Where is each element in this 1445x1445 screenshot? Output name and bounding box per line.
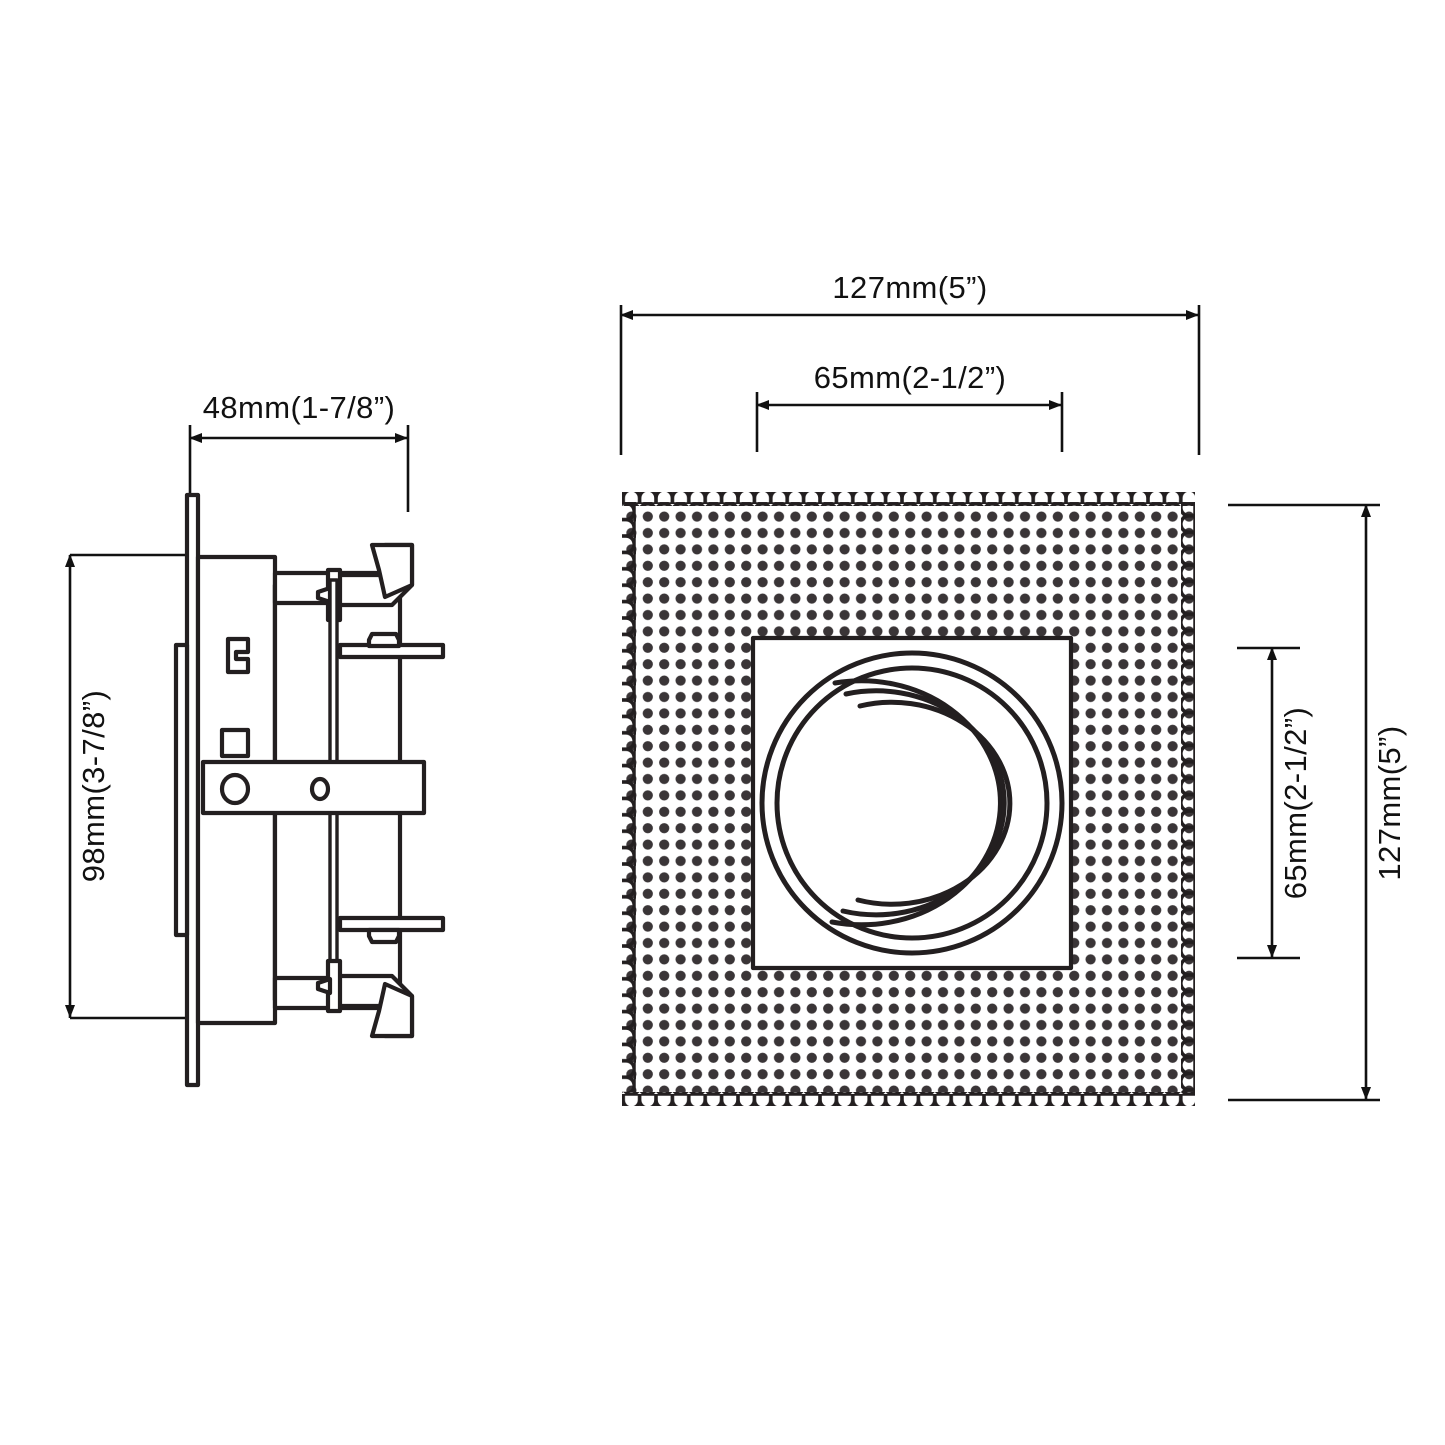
dimension-front-height-outer: 127mm(5”) <box>1228 503 1407 1102</box>
dimension-front-width-inner: 65mm(2-1/2”) <box>755 360 1064 452</box>
clip-pivot-nub-upper <box>315 585 333 605</box>
side-view-body <box>173 492 446 1088</box>
shelf-lower <box>337 915 446 933</box>
shelf-upper <box>337 642 446 660</box>
gimbal-ring-inner <box>855 699 1013 907</box>
gimbal-ring-second <box>774 665 1050 941</box>
shelf-tab-upper <box>366 631 402 649</box>
mounting-stud <box>219 727 251 759</box>
clip-tip-lower <box>369 981 415 1039</box>
dimension-label-front-height-outer: 127mm(5”) <box>1372 725 1407 880</box>
dimension-label-front-width-inner: 65mm(2-1/2”) <box>814 360 1007 395</box>
cross-bar-hole-large <box>219 772 251 806</box>
front-face-plate <box>622 492 1195 1106</box>
cross-bar <box>200 759 427 816</box>
dimension-front-height-inner: 65mm(2-1/2”) <box>1237 646 1313 960</box>
dimension-side-width: 48mm(1-7/8”) <box>188 390 410 512</box>
gimbal-ring-third <box>829 678 1003 928</box>
front-view-group: 127mm(5”) 65mm(2-1/2”) 65mm(2-1/2”) 127m… <box>619 270 1407 1106</box>
dimension-label-front-height-inner: 65mm(2-1/2”) <box>1278 707 1313 900</box>
trim-flange-edge <box>173 642 190 938</box>
dimension-label-side-width: 48mm(1-7/8”) <box>203 390 396 425</box>
clip-pivot-nub-lower <box>315 976 333 996</box>
center-aperture-outline <box>750 635 1074 971</box>
latch-c-detail <box>225 636 251 675</box>
dimension-front-width-outer: 127mm(5”) <box>619 270 1201 455</box>
gimbal-ring-outer <box>759 650 1065 956</box>
gimbal-ring-fourth <box>840 688 1007 918</box>
dimension-side-height: 98mm(3-7/8”) <box>65 553 185 1020</box>
clip-tip-upper <box>369 542 415 600</box>
dimension-label-front-width-outer: 127mm(5”) <box>832 270 987 305</box>
side-view-group: 48mm(1-7/8”) 98mm(3-7/8”) <box>65 390 446 1088</box>
spring-clip-lower <box>272 958 415 1039</box>
scalloped-border <box>622 492 1195 1106</box>
shelf-tab-lower <box>366 927 402 945</box>
dimension-label-side-height: 98mm(3-7/8”) <box>76 690 111 883</box>
cross-bar-hole-small <box>309 776 331 802</box>
